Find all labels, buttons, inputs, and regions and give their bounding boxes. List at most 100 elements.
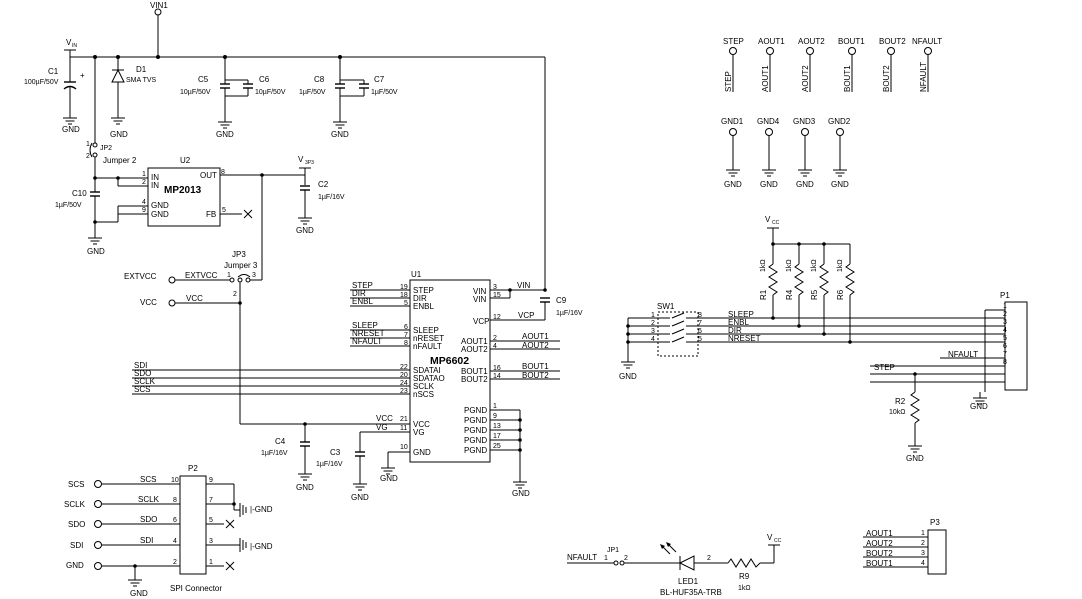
tp-bout1[interactable]: BOUT1 BOUT1 [838,37,865,92]
svg-text:VCC: VCC [186,294,203,303]
svg-text:8: 8 [221,169,225,176]
tp-step[interactable]: STEP STEP [723,37,744,92]
vcc-test-point[interactable] [168,299,176,307]
svg-text:ENBL: ENBL [352,297,373,306]
sdo-test-point[interactable] [94,520,102,528]
r2-ref: R2 [895,397,906,406]
svg-text:SLEEP: SLEEP [413,326,439,335]
r9-ref: R9 [739,572,750,581]
c4-value: 1µF/16V [261,450,288,457]
u2-ref: U2 [180,156,191,165]
vin-label-sub: IN [72,43,77,49]
p2-spi-connector: P2 SPI Connector SCS SCLK SDO SDI GND SC… [64,464,273,598]
svg-text:12: 12 [493,314,501,321]
svg-text:SLEEP: SLEEP [728,310,754,319]
svg-text:5: 5 [209,517,213,524]
vin-rail: V IN VIN1 [64,1,546,290]
tp-aout1[interactable]: AOUT1 AOUT1 [758,37,785,92]
r1-resistor: 1kΩ R1 [759,244,778,320]
svg-text:VCP: VCP [473,317,489,326]
sw1-dip-switch[interactable]: SW1 GND 1 2 3 4 8 7 6 5 SLEEP ENBL DIR N… [619,302,1005,381]
svg-text:1kΩ: 1kΩ [837,259,844,272]
u1-mp6602: U1 MP6602 STEP DIR ENBL 19 18 5 STEP DIR… [132,270,560,498]
p3-ref: P3 [930,518,940,527]
svg-text:1kΩ: 1kΩ [786,259,793,272]
r6-resistor: 1kΩ R6 [836,244,855,344]
svg-text:AOUT1: AOUT1 [522,332,549,341]
svg-text:R6: R6 [836,289,845,300]
svg-text:SCS: SCS [140,475,156,484]
p1-ref: P1 [1000,291,1010,300]
svg-text:4: 4 [142,199,146,206]
extvcc-test-point[interactable] [168,276,176,284]
svg-text:BOUT1: BOUT1 [461,367,488,376]
tp-gnd3[interactable]: GND3 GND [793,117,816,189]
svg-text:22: 22 [400,364,408,371]
svg-text:AOUT1: AOUT1 [461,337,488,346]
svg-text:BOUT1: BOUT1 [838,37,865,46]
svg-text:SLEEP: SLEEP [352,321,378,330]
tp-gnd2[interactable]: GND2 GND [828,117,851,189]
svg-text:19: 19 [400,284,408,291]
c8-value: 1µF/50V [299,89,326,96]
svg-text:1: 1 [86,141,90,148]
vin1-test-point[interactable] [154,8,162,16]
nfault-led-circuit: NFAULT JP1 1 2 2 LED1 BL-HUF35A-TRB R9 1… [567,533,782,597]
svg-text:VIN: VIN [473,287,487,296]
c1-capacitor: + C1 100µF/50V GND [24,57,85,134]
gnd-test-point[interactable] [94,562,102,570]
svg-text:5: 5 [404,300,408,307]
c10-capacitor: C10 1µF/50V GND [55,178,119,256]
svg-text:NFAULT: NFAULT [948,350,978,359]
svg-text:SCLK: SCLK [138,495,160,504]
scs-test-point[interactable] [94,480,102,488]
extvcc-label: EXTVCC [124,272,157,281]
vcc-label: VCC [140,298,157,307]
c6-ref: C6 [259,75,270,84]
c5-value: 10µF/50V [180,89,211,96]
svg-text:NRESET: NRESET [728,334,761,343]
tp-aout2[interactable]: AOUT2 AOUT2 [798,37,825,92]
sw1-ref: SW1 [657,302,675,311]
svg-text:13: 13 [493,423,501,430]
svg-text:BOUT2: BOUT2 [866,549,893,558]
svg-text:CC: CC [772,220,780,226]
svg-text:DIR: DIR [728,326,742,335]
tp-nfault[interactable]: NFAULT NFAULT [912,37,942,92]
svg-text:3P3: 3P3 [305,160,314,166]
svg-text:3: 3 [1003,319,1007,326]
svg-text:4: 4 [493,343,497,350]
svg-text:11: 11 [400,425,407,432]
svg-text:17: 17 [493,433,501,440]
c2-value: 1µF/16V [318,194,345,201]
svg-text:IN: IN [151,181,159,190]
p3-connector: P3 AOUT1 AOUT2 BOUT2 BOUT1 1 2 3 4 [863,518,947,575]
tp-bout2[interactable]: BOUT2 BOUT2 [879,37,906,92]
svg-text:R5: R5 [810,289,819,300]
c1-value: 100µF/50V [24,79,59,86]
jp2-jumper: JP2 Jumper 2 1 2 [86,57,137,178]
svg-text:1: 1 [142,171,146,178]
svg-text:1: 1 [1003,303,1007,310]
c5-ref: C5 [198,75,209,84]
svg-text:2: 2 [1003,311,1007,318]
svg-text:9: 9 [142,207,146,214]
svg-text:SDI: SDI [70,541,83,550]
c10-value: 1µF/50V [55,202,82,209]
svg-text:GND: GND [110,130,128,139]
sclk-test-point[interactable] [94,500,102,508]
tp-gnd4[interactable]: GND4 GND [757,117,780,189]
vcc-connector: VCC VCC [140,294,242,307]
d1-tvs-diode: D1 SMA TVS GND [110,57,157,139]
svg-text:2: 2 [921,540,925,547]
tp-gnd1[interactable]: GND1 GND [721,117,744,189]
svg-text:5: 5 [222,207,226,214]
r9-resistor: R9 1kΩ [727,558,761,592]
u2-mp2013: U2 MP2013 1 IN 2 IN 4 GND 9 GND OUT 8 FB… [93,156,305,272]
svg-text:NFAULT: NFAULT [919,62,928,92]
svg-text:AOUT1: AOUT1 [758,37,785,46]
svg-text:DIR: DIR [413,294,427,303]
sdi-test-point[interactable] [94,541,102,549]
d1-ref: D1 [136,65,147,74]
svg-text:VG: VG [413,428,425,437]
